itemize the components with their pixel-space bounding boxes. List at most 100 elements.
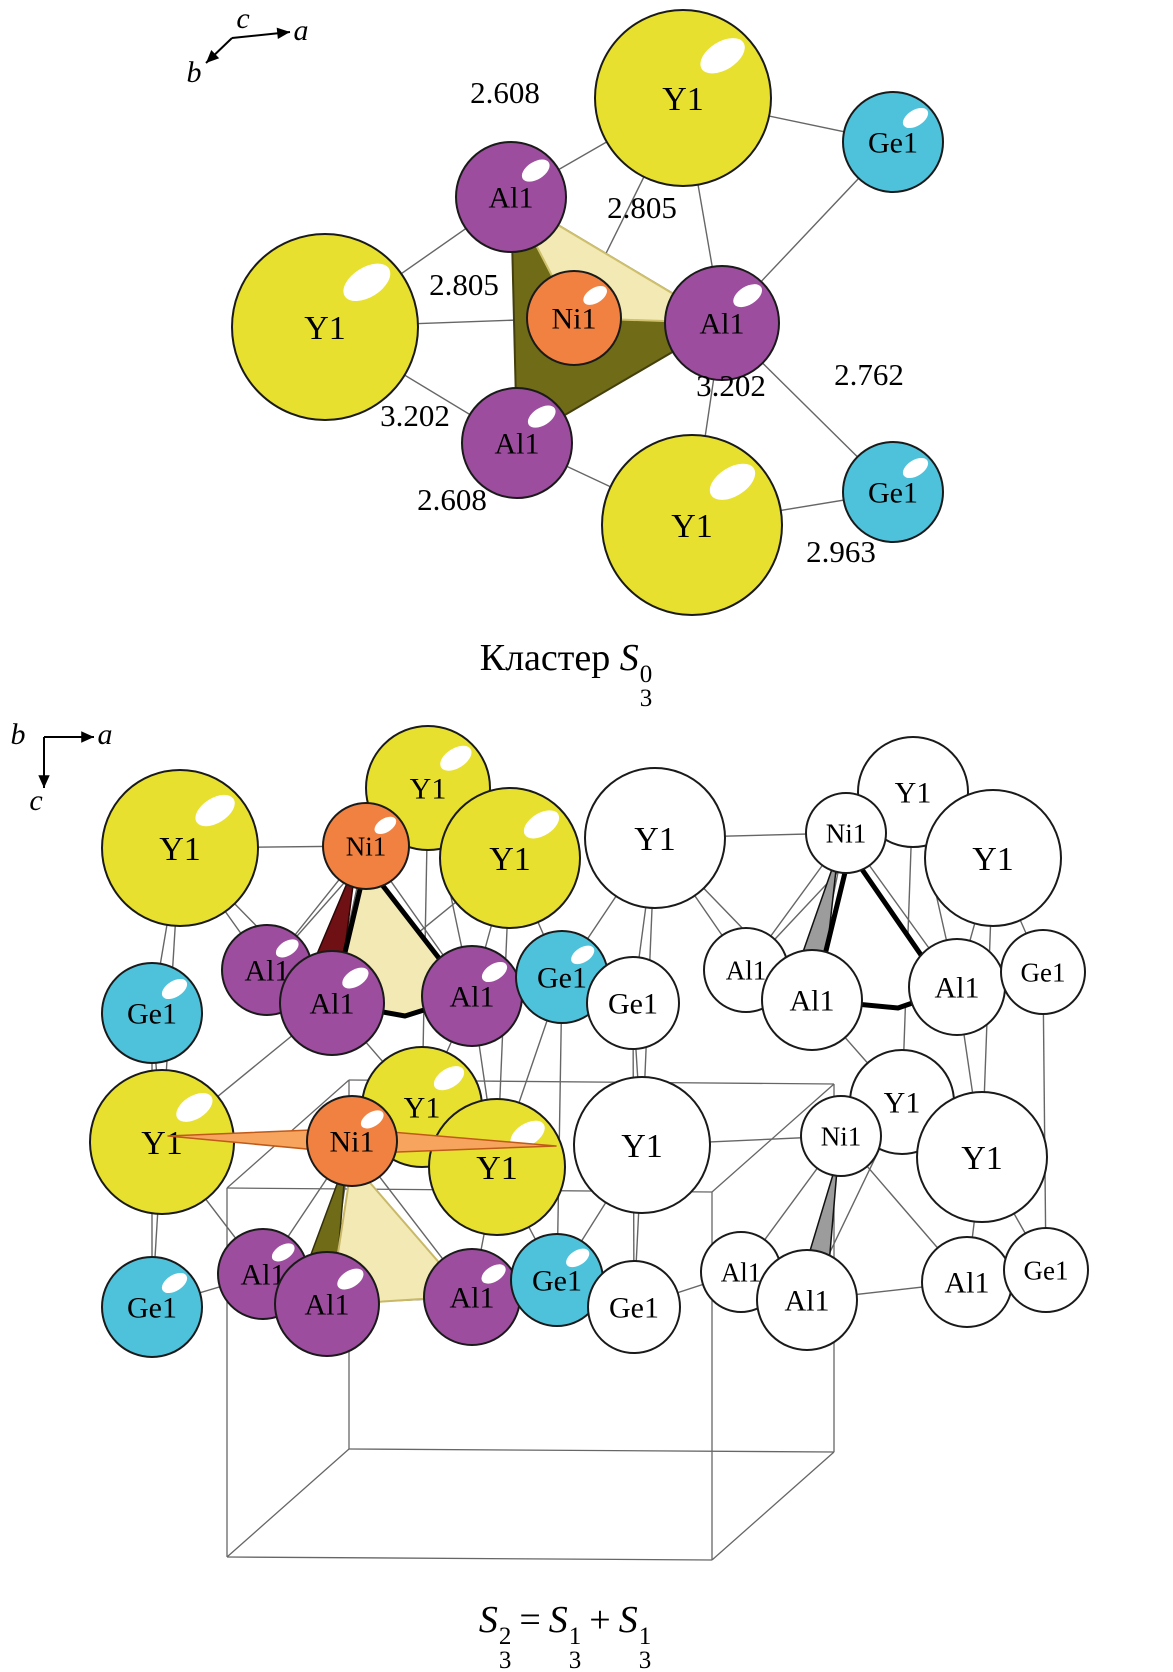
atom-label: Al1: [945, 1267, 990, 1300]
atom-label: Y1: [141, 1125, 183, 1162]
atom-label: Ge1: [609, 1292, 659, 1325]
atom-sphere: [573, 1076, 711, 1214]
superscript: 1: [638, 1623, 652, 1650]
atom-ge1: Ge1: [842, 441, 944, 543]
atom-ni1: Ni1: [800, 1095, 882, 1177]
axis-c-arrowhead: [38, 775, 50, 788]
atom-label: Y1: [884, 1087, 921, 1120]
atom-label: Al1: [700, 308, 745, 341]
atom-y1: Y1: [916, 1091, 1048, 1223]
atom-al1: Al1: [421, 945, 523, 1047]
panel: abcY1Ge1Y1Y1Ge1Al1Al1Al1Ni12.6082.8052.8…: [187, 2, 944, 616]
atom-ge1: Ge1: [510, 1233, 604, 1327]
unit-cell-edge: [348, 1448, 835, 1453]
atom-label: Al1: [450, 981, 495, 1014]
atom-label: Y1: [972, 841, 1014, 878]
atom-ni1: Ni1: [306, 1095, 398, 1187]
specular-highlight: [733, 284, 763, 308]
atom-ge1: Ge1: [586, 956, 680, 1050]
atom-label: Ni1: [346, 831, 387, 861]
distance-label: 2.963: [806, 534, 876, 569]
equals-sign: =: [519, 1599, 541, 1641]
caption-bottom-s2: S: [548, 1599, 568, 1641]
atom-al1: Al1: [756, 1249, 858, 1351]
atom-label: Al1: [310, 988, 355, 1021]
atom-label: Y1: [489, 841, 531, 878]
axis-b-arrowhead: [206, 50, 220, 63]
specular-highlight: [510, 1120, 545, 1149]
atom-ge1: Ge1: [842, 91, 944, 193]
subscript: 3: [498, 1646, 512, 1672]
atom-label: Ge1: [1021, 957, 1066, 987]
subscript: 3: [639, 684, 653, 712]
specular-highlight: [700, 38, 745, 74]
atom-sphere: [1003, 1227, 1089, 1313]
atom-label: Al1: [935, 972, 980, 1005]
superscript: 1: [568, 1623, 582, 1650]
atom-al1: Al1: [921, 1236, 1013, 1328]
atom-label: Al1: [721, 1257, 762, 1287]
atom-label: Ni1: [552, 303, 597, 336]
atom-y1: Y1: [439, 787, 581, 929]
atom-label: Ge1: [537, 962, 587, 995]
subscript: 3: [568, 1646, 582, 1672]
atom-al1: Al1: [664, 265, 780, 381]
distance-label: 2.608: [417, 482, 487, 517]
specular-highlight: [583, 285, 608, 305]
atom-label: Ni1: [821, 1121, 862, 1151]
atom-y1: Y1: [101, 769, 259, 927]
unit-cell-edge: [226, 1556, 713, 1561]
plus-sign: +: [589, 1599, 611, 1641]
specular-highlight: [337, 1268, 364, 1290]
atom-label: Y1: [662, 81, 704, 118]
atom-ni1: Ni1: [805, 792, 887, 874]
atom-label: Al1: [305, 1289, 350, 1322]
atom-label: Y1: [476, 1150, 518, 1187]
atom-label: Y1: [159, 831, 201, 868]
specular-highlight: [566, 1248, 590, 1268]
atom-ni1: Ni1: [526, 270, 622, 366]
atom-y1: Y1: [573, 1076, 711, 1214]
atom-label: Ge1: [532, 1265, 582, 1298]
distance-label: 2.608: [470, 75, 540, 110]
distance-label: 3.202: [696, 368, 766, 403]
specular-highlight: [275, 939, 299, 958]
atom-label: Al1: [245, 955, 290, 988]
atom-sphere: [916, 1091, 1048, 1223]
distance-label: 2.805: [429, 267, 499, 302]
specular-highlight: [161, 978, 188, 1000]
distance-label: 3.202: [380, 398, 450, 433]
atom-ge1: Ge1: [101, 1256, 203, 1358]
atom-y1: Y1: [428, 1098, 566, 1236]
caption-top-prefix: Кластер: [479, 637, 620, 679]
axis-b-label: b: [11, 718, 26, 751]
axis-a-label: a: [294, 14, 309, 47]
atom-label: Y1: [634, 821, 676, 858]
axis-c-label: c: [236, 2, 249, 35]
bond: [1042, 971, 1047, 1271]
specular-highlight: [521, 159, 550, 182]
atom-al1: Al1: [274, 1251, 380, 1357]
unit-cell-edge: [711, 1451, 835, 1561]
atom-ni1: Ni1: [322, 802, 410, 890]
axis-a-label: a: [98, 718, 113, 751]
atom-ge1: Ge1: [101, 962, 203, 1064]
specular-highlight: [902, 457, 929, 479]
specular-highlight: [481, 1264, 506, 1284]
axis-a-arrowhead: [81, 731, 94, 743]
atom-label: Al1: [450, 1282, 495, 1315]
atom-label: Al1: [495, 428, 540, 461]
atom-label: Y1: [404, 1092, 441, 1125]
atom-sphere: [805, 792, 887, 874]
caption-bottom-s1: S: [478, 1599, 498, 1641]
distance-label: 2.762: [834, 357, 904, 392]
specular-highlight: [481, 961, 508, 983]
specular-highlight: [527, 405, 556, 428]
specular-highlight: [433, 1066, 465, 1091]
bond: [556, 976, 563, 1281]
subscript: 3: [638, 1646, 652, 1672]
